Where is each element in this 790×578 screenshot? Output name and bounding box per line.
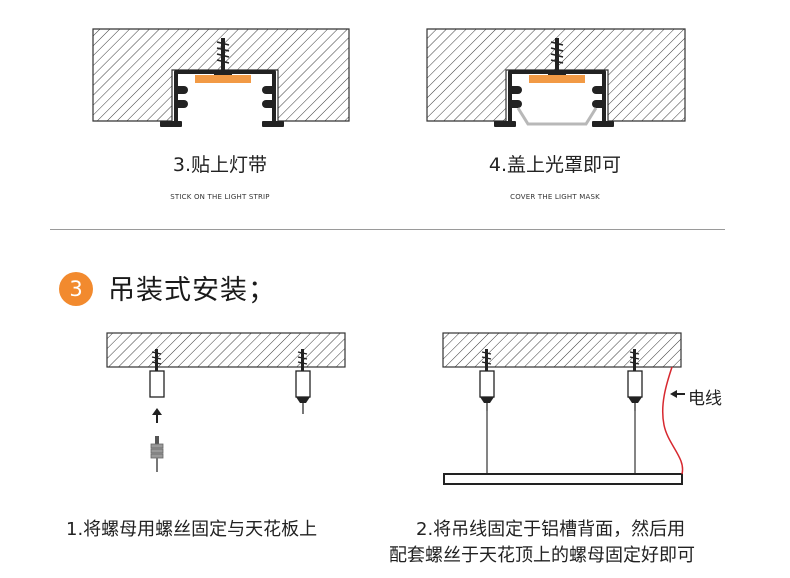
power-cable [661, 366, 684, 475]
section-title: 吊装式安装； [108, 275, 276, 306]
nut-sleeve [149, 370, 165, 398]
ceiling-block [106, 332, 346, 368]
screw-icon [629, 349, 640, 371]
section-divider [50, 229, 725, 230]
ceiling-block [442, 332, 682, 368]
ceiling-block [92, 28, 350, 122]
step-2-caption-line-1: 2.将吊线固定于铝槽背面，然后用 [416, 519, 686, 540]
nut-sleeve [627, 370, 643, 398]
step-1-caption: 1.将螺母用螺丝固定与天花板上 [66, 519, 318, 540]
step-2-caption-line-2: 配套螺丝于天花顶上的螺母固定好即可 [389, 545, 695, 566]
led-strip [529, 75, 585, 83]
section-number-badge: 3 [59, 272, 93, 306]
nut-sleeve [479, 370, 495, 398]
hanger-screw-icon [150, 436, 164, 472]
step-4-subtitle: COVER THE LIGHT MASK [510, 193, 600, 201]
light-mask [516, 107, 598, 126]
ceiling-channel-diagram-strip [92, 28, 350, 127]
led-strip [195, 75, 251, 83]
arrow-left-icon [670, 390, 685, 398]
screw-icon [481, 349, 492, 371]
arrow-up-icon [152, 408, 162, 423]
screw-icon [297, 349, 308, 371]
wire-label: 电线 [688, 389, 722, 409]
ceiling-block [426, 28, 686, 122]
screw-icon [548, 38, 566, 75]
step-4-title: 4.盖上光罩即可 [488, 154, 622, 176]
step-3-subtitle: STICK ON THE LIGHT STRIP [170, 193, 270, 201]
screw-icon [214, 38, 232, 75]
step-3-title: 3.贴上灯带 [172, 154, 268, 176]
aluminum-channel [443, 473, 683, 485]
ceiling-channel-diagram-mask [426, 28, 686, 127]
